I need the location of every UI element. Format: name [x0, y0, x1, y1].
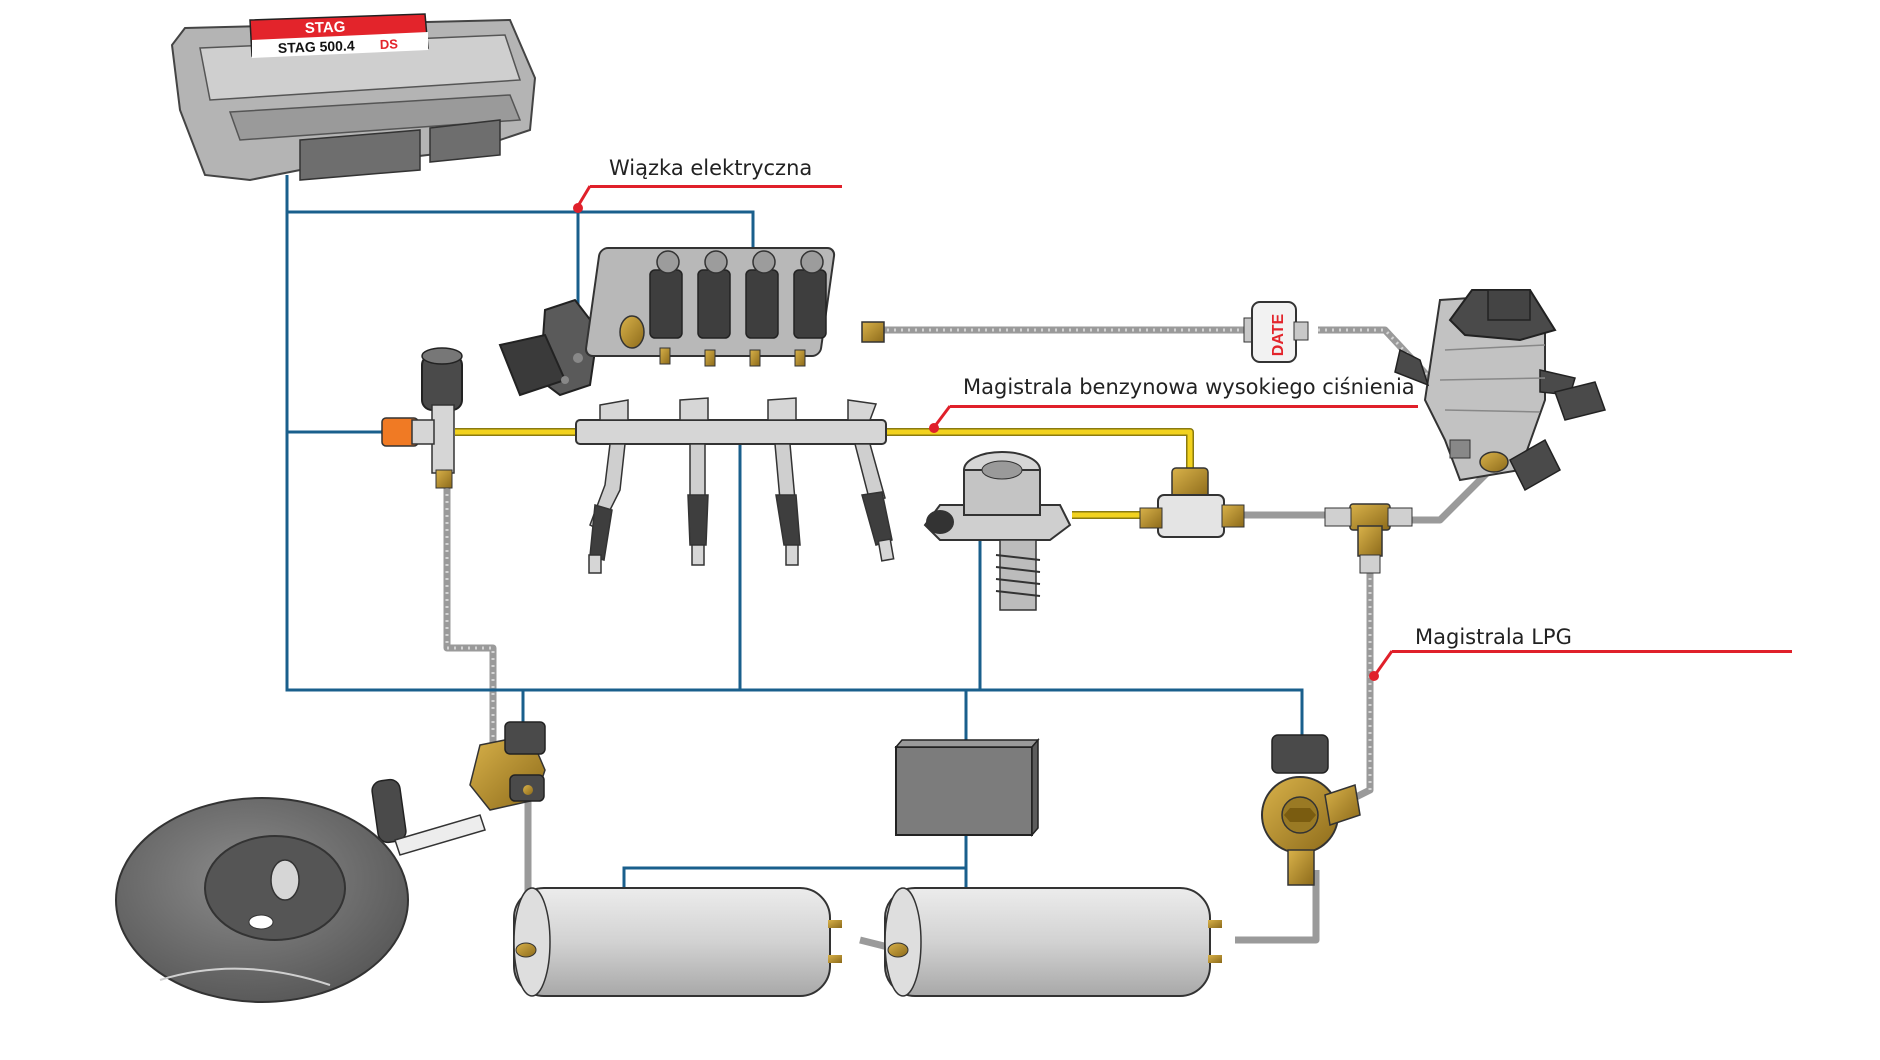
- ecu-controller: STAG STAG 500.4 DS: [170, 13, 537, 182]
- lpg-injector-rail: [585, 247, 885, 367]
- callout-lpg-line-label: Magistrala LPG: [1415, 625, 1572, 649]
- cylinder-valve-right: [1261, 734, 1361, 886]
- lpg-pipe-valve-to-tee: [1348, 555, 1374, 804]
- callout-wiring-label: Wiązka elektryczna: [609, 156, 813, 180]
- callout-wiring-line: [590, 185, 842, 188]
- high-pressure-pump: [923, 451, 1072, 611]
- petrol-injectors: [588, 443, 895, 574]
- map-sensor: [498, 298, 600, 397]
- lpg-reducer: [1394, 289, 1606, 492]
- petrol-valve-left: [381, 347, 463, 489]
- petrol-fuel-rail: [575, 397, 895, 574]
- lpg-pipe-rail-return: [443, 480, 497, 745]
- toroidal-lpg-tank: [115, 797, 409, 1003]
- callout-petrol-rail-label: Magistrala benzynowa wysokiego ciśnienia: [963, 375, 1415, 399]
- ecu-model-text: STAG 500.4: [278, 37, 355, 56]
- electronic-module: [894, 737, 1040, 838]
- lpg-cylinder-right: [884, 887, 1222, 997]
- ecu-suffix-text: DS: [380, 36, 399, 52]
- callout-lpg-line-line: [1392, 650, 1792, 653]
- filter-brand-text: DATE: [1270, 313, 1287, 356]
- lpg-cylinder-left: [513, 887, 842, 997]
- lpg-pipe-tee-to-reducer: [1410, 467, 1493, 524]
- callout-petrol-rail-line: [950, 405, 1418, 408]
- ecu-brand-text: STAG: [305, 19, 346, 37]
- lpg-tee-junction: [1324, 503, 1413, 574]
- lpg-filter: DATE: [1243, 301, 1309, 363]
- lpg-pipe-cylinder-to-valve: [1235, 870, 1320, 944]
- filling-valve: [371, 778, 486, 856]
- switching-valve: [1139, 467, 1245, 538]
- cylinder-solenoid-left: [469, 721, 546, 811]
